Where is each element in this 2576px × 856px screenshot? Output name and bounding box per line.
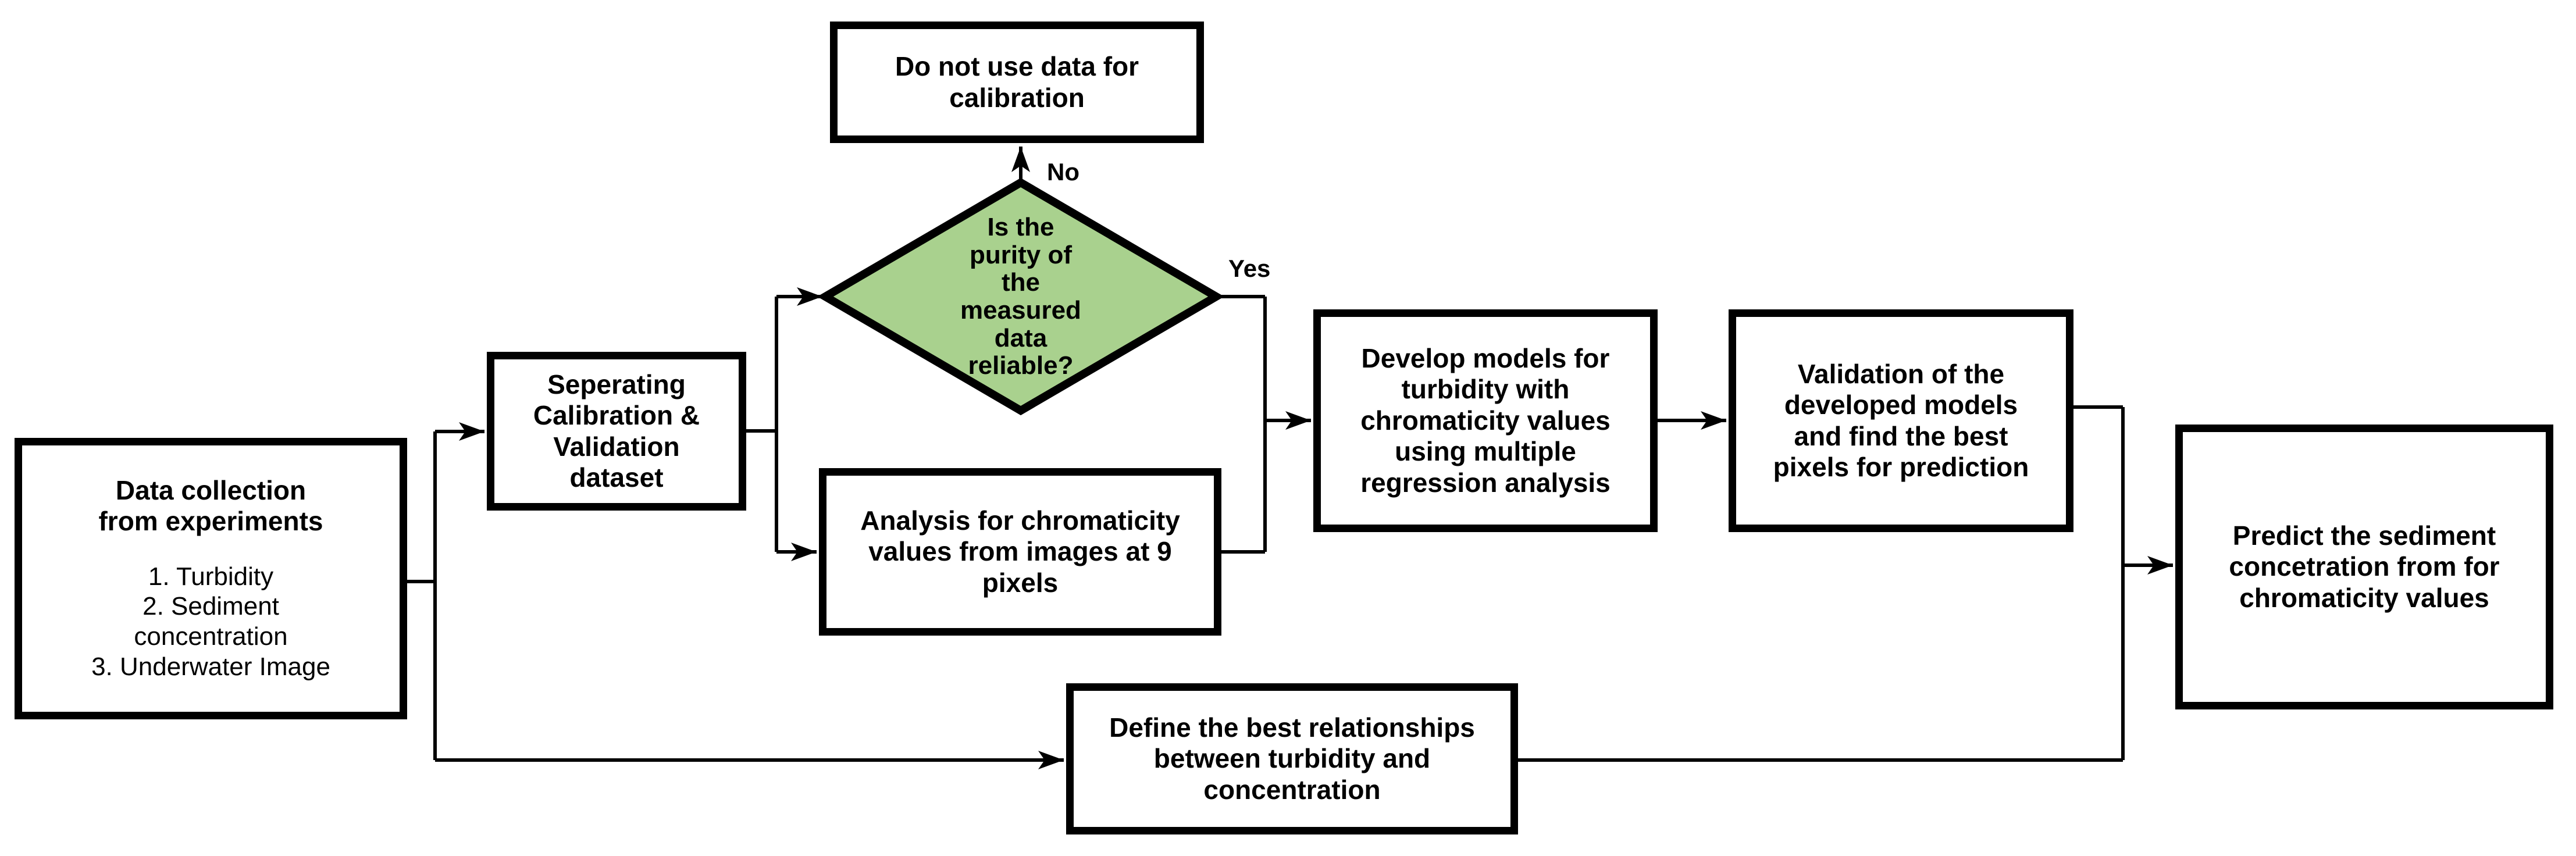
- node-separating-label: Seperating Calibration & Validation data…: [533, 369, 700, 493]
- node-develop-models: Develop models for turbidity with chroma…: [1313, 309, 1658, 532]
- node-separating-dataset: Seperating Calibration & Validation data…: [487, 352, 746, 511]
- node-analysis-chromaticity: Analysis for chromaticity values from im…: [819, 468, 1221, 636]
- data-collection-list: 1. Turbidity 2. Sediment concentration 3…: [91, 562, 330, 683]
- node-data-collection: Data collection from experiments 1. Turb…: [15, 438, 407, 719]
- node-analysis-label: Analysis for chromaticity values from im…: [860, 505, 1180, 598]
- node-do-not-use: Do not use data for calibration: [830, 22, 1204, 143]
- edge-label-no: No: [1047, 158, 1079, 186]
- edge-label-yes: Yes: [1228, 255, 1271, 282]
- node-validation-label: Validation of the developed models and f…: [1773, 358, 2029, 482]
- list-item: 1. Turbidity: [148, 562, 274, 591]
- node-data-collection-title: Data collection from experiments: [98, 475, 323, 537]
- node-decision: Is the purity of the measured data relia…: [825, 183, 1216, 411]
- list-item: 3. Underwater Image: [91, 652, 330, 682]
- node-define-label: Define the best relationships between tu…: [1109, 712, 1475, 805]
- node-validation-models: Validation of the developed models and f…: [1729, 309, 2073, 532]
- node-decision-label: Is the purity of the measured data relia…: [960, 213, 1081, 380]
- decision-diamond-shape: [817, 177, 1224, 416]
- node-predict-label: Predict the sediment concetration from f…: [2229, 520, 2500, 613]
- node-define-relationships: Define the best relationships between tu…: [1066, 683, 1518, 834]
- node-develop-label: Develop models for turbidity with chroma…: [1360, 343, 1611, 498]
- node-do-not-use-label: Do not use data for calibration: [895, 51, 1139, 113]
- node-predict-concentration: Predict the sediment concetration from f…: [2175, 425, 2553, 709]
- list-item: 2. Sediment concentration: [134, 592, 288, 651]
